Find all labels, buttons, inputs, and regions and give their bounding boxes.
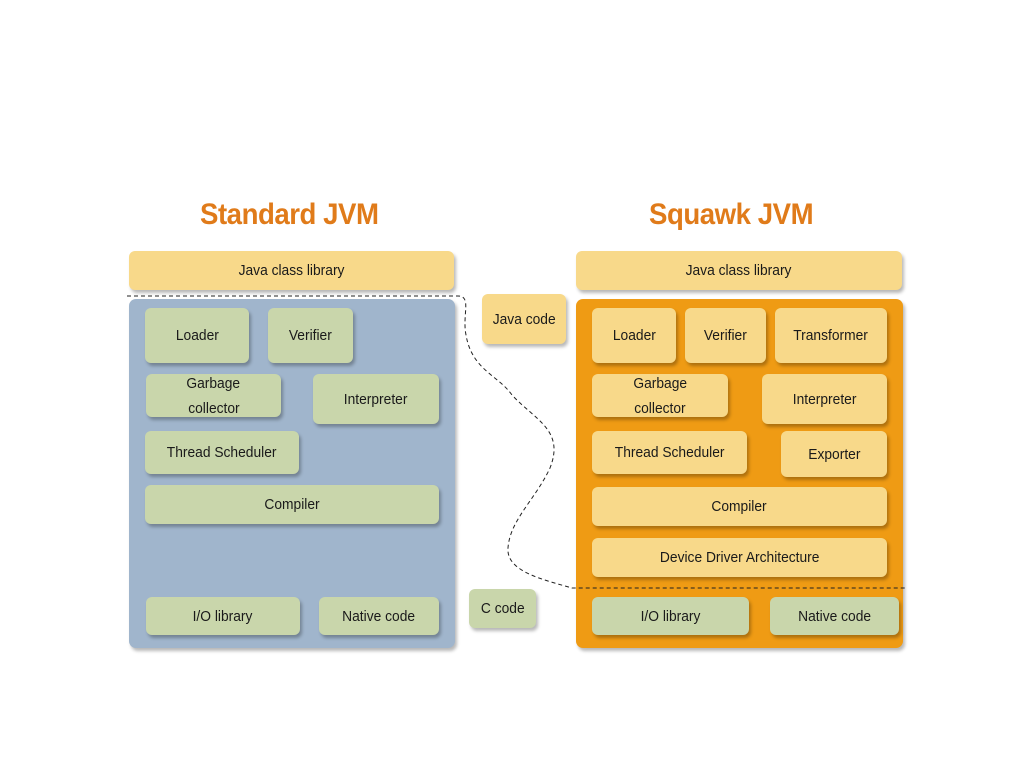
standard-io-library: I/O library [146, 597, 300, 635]
java-code-legend: Java code [482, 294, 566, 344]
squawk-loader: Loader [592, 308, 676, 363]
squawk-jvm-title: Squawk JVM [649, 198, 814, 231]
standard-native-code: Native code [319, 597, 439, 635]
squawk-compiler: Compiler [592, 487, 887, 526]
squawk-interpreter: Interpreter [762, 374, 887, 424]
squawk-io-library: I/O library [592, 597, 749, 635]
squawk-java-class-library: Java class library [576, 251, 902, 290]
squawk-device-driver-architecture: Device Driver Architecture [592, 538, 887, 577]
standard-jvm-title: Standard JVM [200, 198, 379, 231]
squawk-native-code: Native code [770, 597, 899, 635]
standard-interpreter: Interpreter [313, 374, 439, 424]
standard-loader: Loader [145, 308, 249, 363]
standard-compiler: Compiler [145, 485, 439, 524]
squawk-transformer: Transformer [775, 308, 887, 363]
squawk-thread-scheduler: Thread Scheduler [592, 431, 747, 474]
squawk-exporter: Exporter [781, 431, 887, 477]
standard-thread-scheduler: Thread Scheduler [145, 431, 299, 474]
squawk-verifier: Verifier [685, 308, 766, 363]
standard-java-class-library: Java class library [129, 251, 454, 290]
standard-verifier: Verifier [268, 308, 353, 363]
c-code-legend: C code [469, 589, 536, 628]
